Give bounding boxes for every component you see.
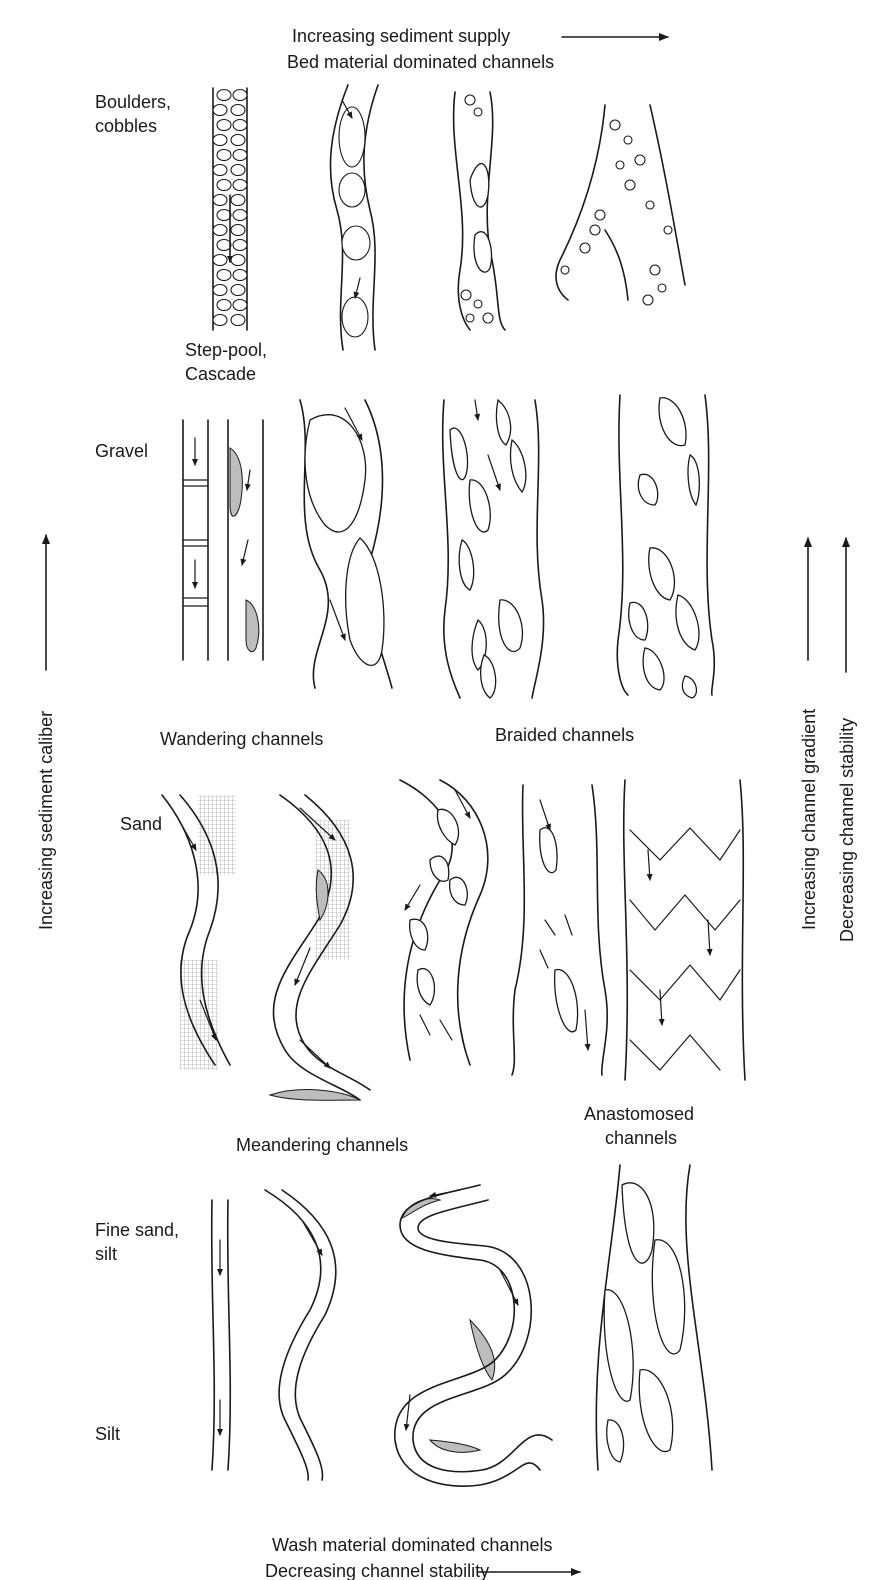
boulder-stone (233, 300, 247, 311)
channel-sketch-gravel-step-pool (183, 420, 263, 660)
row-label-boulders: Boulders, cobbles (95, 92, 171, 136)
boulder-stone (213, 165, 227, 176)
channel-sketch-sand-meander-2 (270, 795, 370, 1100)
bottom-arrow-label: Decreasing channel stability (265, 1561, 489, 1580)
channel-sketch-sand-braided-2 (512, 785, 607, 1075)
channel-sketch-silt-sinuous (265, 1190, 336, 1480)
channel-label-braided: Braided channels (495, 725, 634, 745)
channel-sketch-silt-tortuous (395, 1185, 552, 1486)
row-label-silt: Silt (95, 1424, 120, 1444)
top-subtitle: Bed material dominated channels (287, 52, 554, 72)
boulder-stone (217, 120, 231, 131)
boulder-stone (233, 150, 247, 161)
top-arrow-label: Increasing sediment supply (292, 26, 510, 46)
boulder-stone (217, 240, 231, 251)
left-axis-label: Increasing sediment caliber (36, 711, 56, 930)
boulder-stone (233, 270, 247, 281)
channel-sketch-gravel-braided (443, 400, 544, 698)
channel-sketch-anastomosed (596, 1165, 712, 1470)
row-label-boulders-line2: cobbles (95, 116, 157, 136)
boulder-stone (231, 195, 245, 206)
channel-sketch-sand-braided-wide (624, 780, 745, 1080)
channel-sketch-sand-meander-1 (162, 795, 236, 1070)
boulder-stone (231, 255, 245, 266)
boulder-stone (233, 90, 247, 101)
channel-sketch-step-pool (213, 88, 247, 330)
channel-label-wandering: Wandering channels (160, 729, 323, 749)
boulder-stone (233, 180, 247, 191)
channel-sketch-silt-straight (212, 1200, 231, 1470)
boulder-stone (233, 210, 247, 221)
right-axis-label-stability: Decreasing channel stability (837, 718, 857, 942)
row-label-gravel: Gravel (95, 441, 148, 461)
boulder-stone (213, 255, 227, 266)
right-axis-label-gradient: Increasing channel gradient (799, 709, 819, 930)
channel-label-step-pool: Step-pool,Cascade (185, 340, 267, 384)
boulder-stone (233, 120, 247, 131)
channel-sketch-boulder-cascade (330, 85, 378, 350)
boulder-stone (213, 285, 227, 296)
channel-sketch-boulder-bars (454, 92, 505, 330)
boulder-stone (217, 270, 231, 281)
row-label-boulders-line1: Boulders, (95, 92, 171, 112)
boulder-stone (231, 315, 245, 326)
boulder-stone (213, 315, 227, 326)
boulder-stone (231, 285, 245, 296)
bottom-subtitle: Wash material dominated channels (272, 1535, 552, 1555)
boulder-stone (213, 135, 227, 146)
boulder-stone (217, 150, 231, 161)
row-label-sand: Sand (120, 814, 162, 834)
channel-label-meandering: Meandering channels (236, 1135, 408, 1155)
boulder-stone (217, 90, 231, 101)
row-label-fine-sand: Fine sand,silt (95, 1220, 179, 1264)
channel-sketch-boulder-branching (556, 105, 685, 305)
channel-sketch-gravel-wandering (300, 400, 392, 688)
boulder-stone (231, 135, 245, 146)
boulder-stone (231, 105, 245, 116)
boulder-stone (233, 240, 247, 251)
boulder-stone (231, 225, 245, 236)
boulder-stone (217, 300, 231, 311)
boulder-stone (217, 180, 231, 191)
boulder-stone (217, 210, 231, 221)
boulder-stone (213, 105, 227, 116)
boulder-stone (231, 165, 245, 176)
channel-sketch-sand-braided (400, 780, 488, 1065)
boulder-stone (213, 195, 227, 206)
boulder-stone (213, 225, 227, 236)
channel-sketch-gravel-braided-wide (617, 395, 714, 698)
